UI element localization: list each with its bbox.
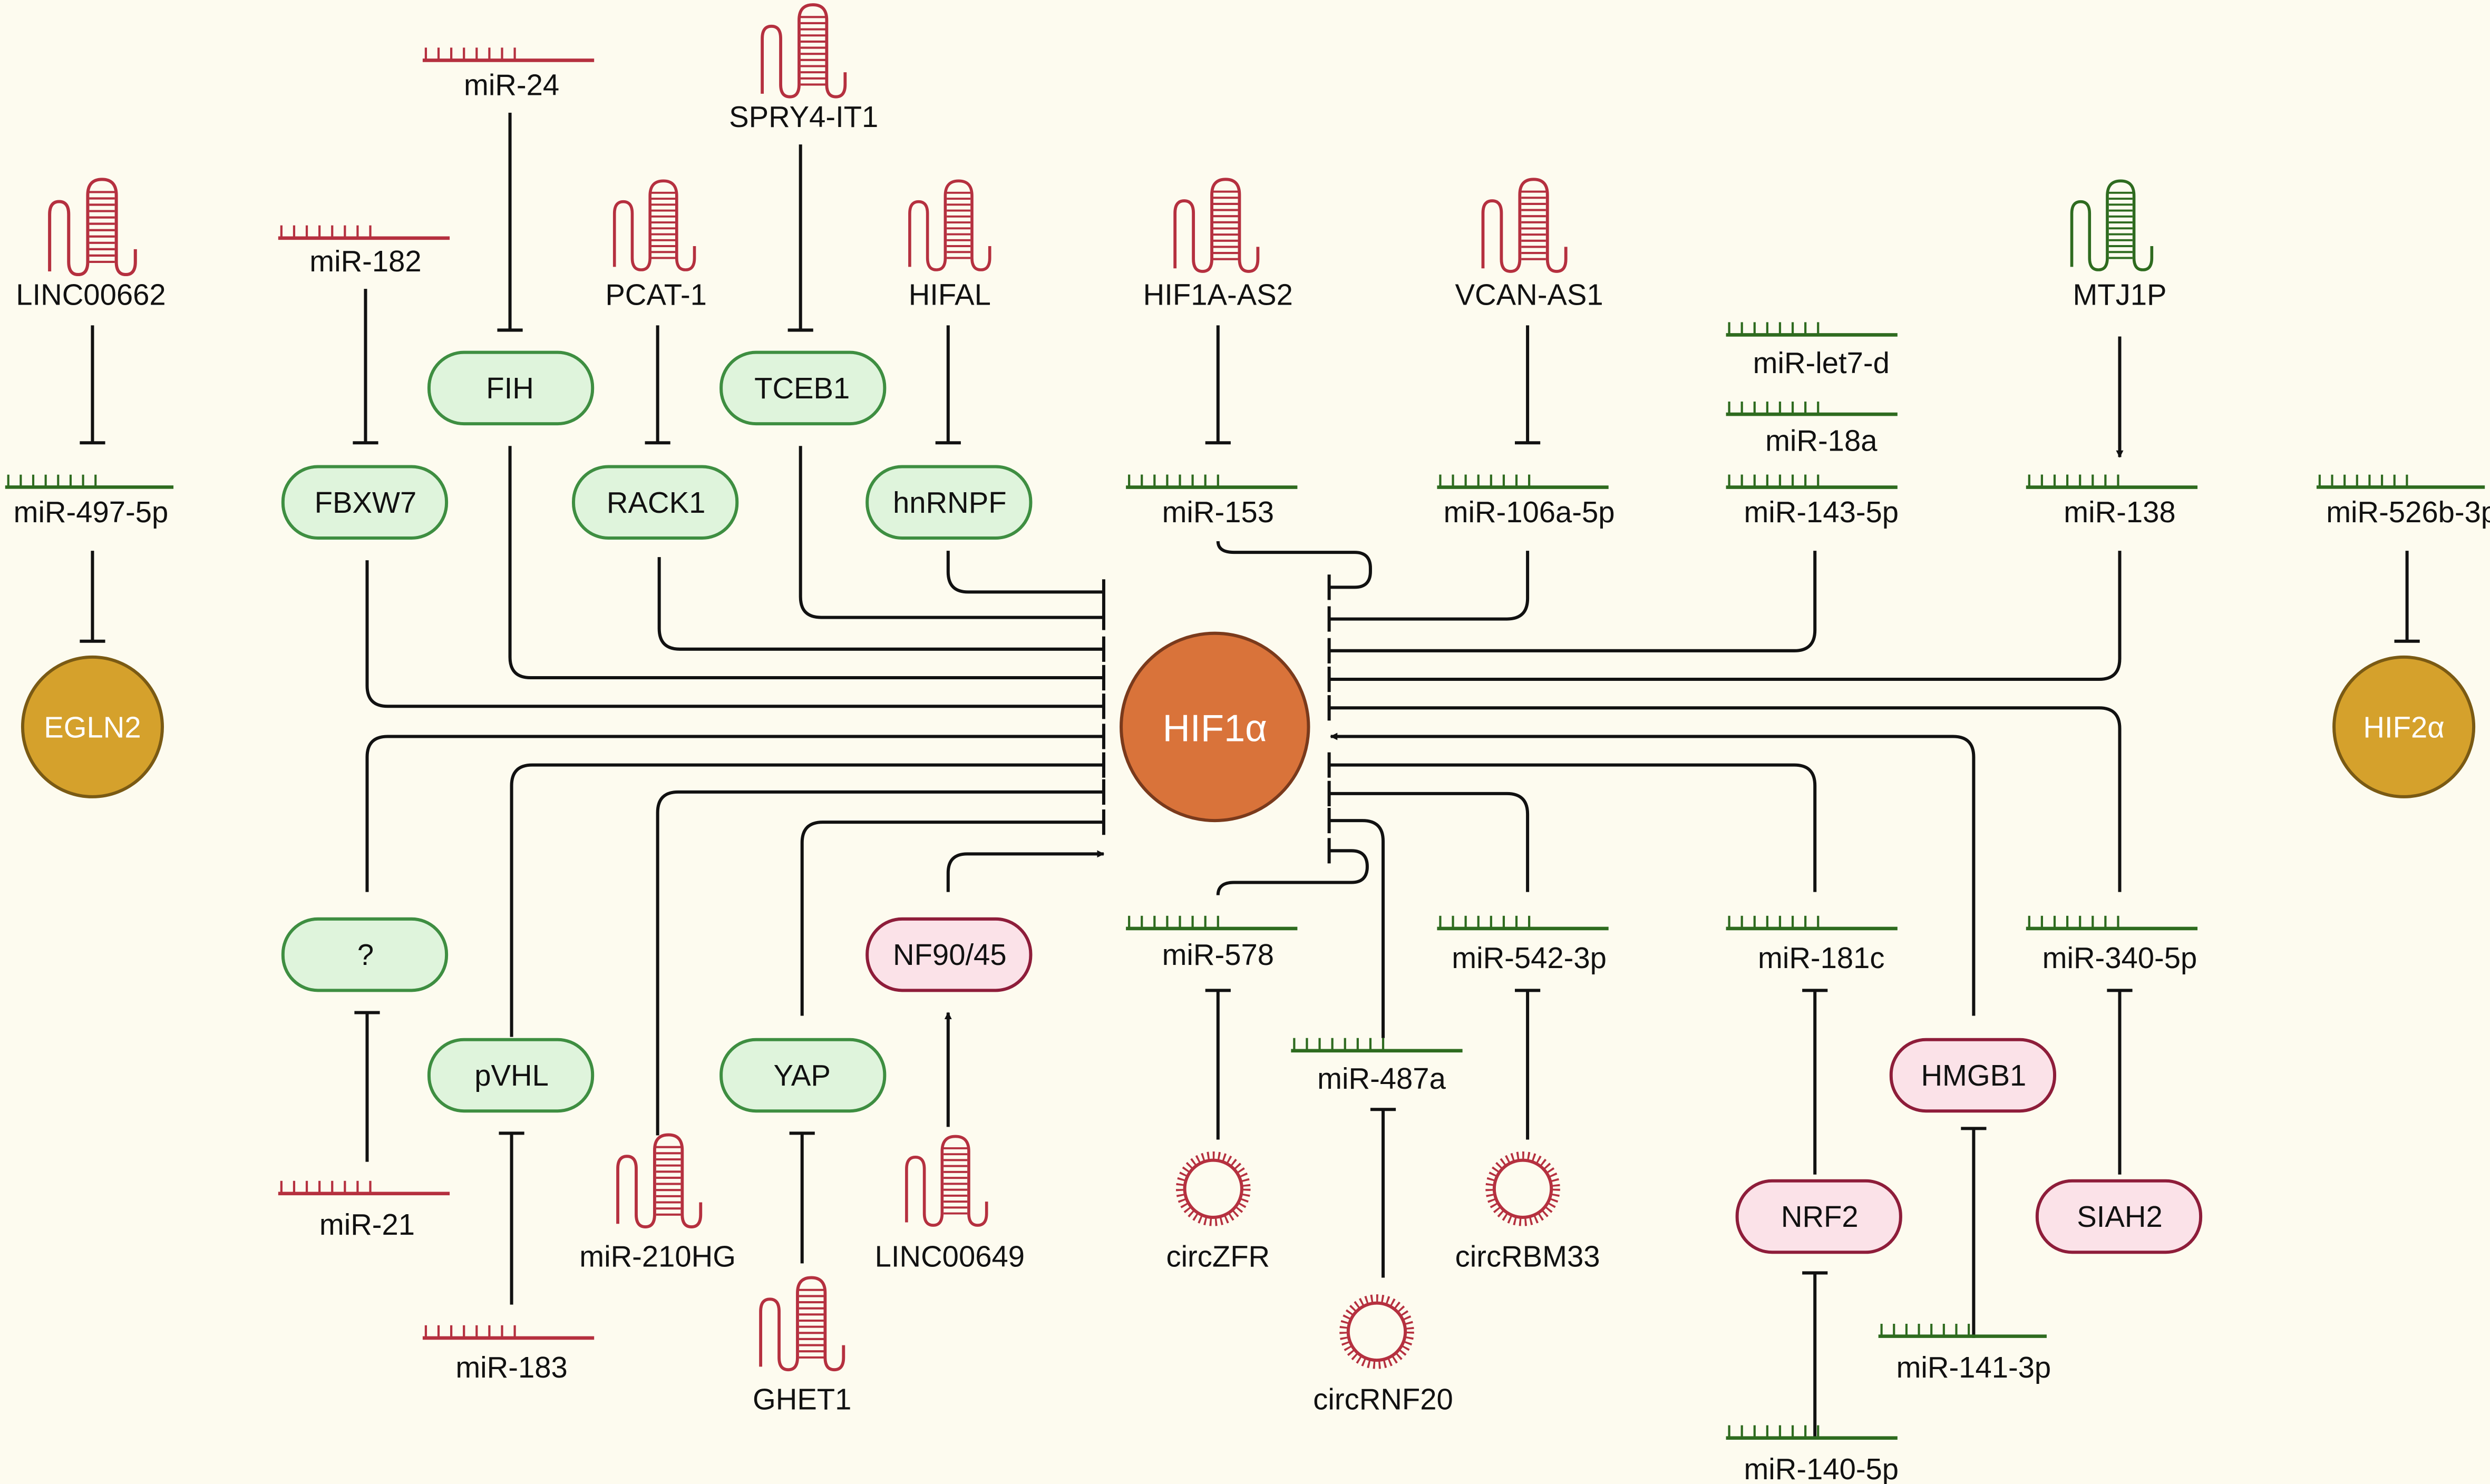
hif2a-label: HIF2α: [2363, 710, 2444, 744]
lncrna-icon: [2072, 181, 2152, 270]
rack1-node: RACK1: [572, 465, 739, 540]
mirna-icon: [1726, 402, 1898, 414]
rack1-label: RACK1: [607, 486, 705, 519]
yap-label: YAP: [774, 1059, 831, 1092]
fih-label: FIH: [486, 372, 534, 405]
mirna-icon: [2026, 916, 2197, 929]
mirna-icon: [1726, 1426, 1898, 1438]
hnrnpf-node: hnRNPF: [865, 465, 1033, 540]
mirna-icon: [278, 1181, 450, 1194]
circrna-icon: [1490, 1156, 1556, 1222]
lncrna-icon: [50, 179, 135, 275]
ghet1-label: GHET1: [753, 1382, 851, 1415]
mir106a-label: miR-106a-5p: [1444, 495, 1615, 529]
circrna-icon: [1180, 1156, 1247, 1222]
nf9045-node: NF90/45: [865, 917, 1033, 992]
hif1a-label: HIF1α: [1163, 707, 1267, 749]
unknown-node: ?: [281, 917, 449, 992]
mir18a-label: miR-18a: [1765, 424, 1878, 457]
linc00649-label: LINC00649: [875, 1239, 1025, 1273]
mir340-label: miR-340-5p: [2042, 941, 2197, 974]
circzfr-label: circZFR: [1166, 1239, 1270, 1273]
mirna-icon: [1726, 475, 1898, 487]
hifal-label: HIFAL: [909, 278, 991, 311]
mir21-label: miR-21: [319, 1208, 415, 1241]
lncrna-icon: [761, 1277, 843, 1370]
connector-lines: [80, 112, 2420, 1438]
mir181c-label: miR-181c: [1758, 941, 1884, 974]
lncrna-icon: [910, 181, 990, 270]
hmgb1-node: HMGB1: [1889, 1038, 2057, 1113]
hif1a-node: HIF1α: [1120, 631, 1310, 823]
mtj1p-label: MTJ1P: [2073, 278, 2166, 311]
fbxw7-node: FBXW7: [281, 465, 449, 540]
siah2-label: SIAH2: [2077, 1200, 2162, 1233]
egln2-label: EGLN2: [44, 710, 141, 744]
hif2a-node: HIF2α: [2332, 655, 2476, 798]
mir497-label: miR-497-5p: [14, 495, 169, 529]
tceb1-node: TCEB1: [719, 350, 887, 426]
mirna-icon: [1437, 916, 1608, 929]
pvhl-node: pVHL: [427, 1038, 595, 1113]
mir182-label: miR-182: [309, 245, 421, 278]
lncrna-icon: [1483, 179, 1565, 271]
egln2-node: EGLN2: [21, 655, 164, 798]
mir140-label: miR-140-5p: [1744, 1452, 1899, 1484]
lncrna-icon: [615, 181, 695, 270]
nrf2-node: NRF2: [1735, 1179, 1902, 1254]
mirna-icon: [1126, 916, 1297, 929]
mir210hg-label: miR-210HG: [579, 1239, 736, 1273]
mirna-icon: [1879, 1324, 2047, 1336]
hmgb1-label: HMGB1: [1921, 1059, 2026, 1092]
mir578-label: miR-578: [1162, 938, 1274, 971]
mirna-icon: [1726, 916, 1898, 929]
mirna-icon: [1291, 1038, 1462, 1051]
unknown-label: ?: [357, 938, 374, 971]
spry4-label: SPRY4-IT1: [729, 100, 878, 133]
mirna-icon: [5, 475, 173, 487]
vcanas1-label: VCAN-AS1: [1455, 278, 1603, 311]
mirlet7d-label: miR-let7-d: [1753, 346, 1890, 379]
nrf2-label: NRF2: [1781, 1200, 1859, 1233]
pcat1-label: PCAT-1: [605, 278, 707, 311]
mirna-icon: [1726, 322, 1898, 335]
lncrna-icon: [907, 1136, 987, 1225]
mirna-icon: [278, 226, 450, 238]
yap-node: YAP: [719, 1038, 887, 1113]
mir153-label: miR-153: [1162, 495, 1274, 529]
mir526b-label: miR-526b-3p: [2326, 495, 2490, 529]
circrnf20-label: circRNF20: [1313, 1382, 1453, 1415]
fih-node: FIH: [427, 350, 595, 426]
mir24-label: miR-24: [464, 69, 559, 102]
mir183-label: miR-183: [455, 1351, 567, 1384]
lncrna-icon: [1175, 179, 1258, 271]
lncrna-icon: [618, 1135, 701, 1227]
hif1aas2-label: HIF1A-AS2: [1143, 278, 1293, 311]
mirna-icon: [2317, 475, 2485, 487]
fbxw7-label: FBXW7: [315, 486, 417, 519]
mir143-label: miR-143-5p: [1744, 495, 1899, 529]
mirna-icon: [1437, 475, 1608, 487]
pvhl-label: pVHL: [474, 1059, 549, 1092]
mir141-label: miR-141-3p: [1896, 1351, 2051, 1384]
mir542-label: miR-542-3p: [1452, 941, 1607, 974]
mirna-icon: [2026, 475, 2197, 487]
mirna-icon: [423, 1325, 594, 1338]
mir138-label: miR-138: [2064, 495, 2175, 529]
lncrna-icon: [762, 5, 845, 97]
siah2-node: SIAH2: [2035, 1179, 2203, 1254]
mir487a-label: miR-487a: [1317, 1062, 1446, 1095]
linc00662-label: LINC00662: [16, 278, 166, 311]
hnrnpf-label: hnRNPF: [893, 486, 1007, 519]
mirna-icon: [1126, 475, 1297, 487]
nf9045-label: NF90/45: [893, 938, 1007, 971]
tceb1-label: TCEB1: [754, 372, 850, 405]
circrbm33-label: circRBM33: [1455, 1239, 1600, 1273]
mirna-icon: [423, 47, 594, 60]
circrna-icon: [1344, 1298, 1410, 1365]
